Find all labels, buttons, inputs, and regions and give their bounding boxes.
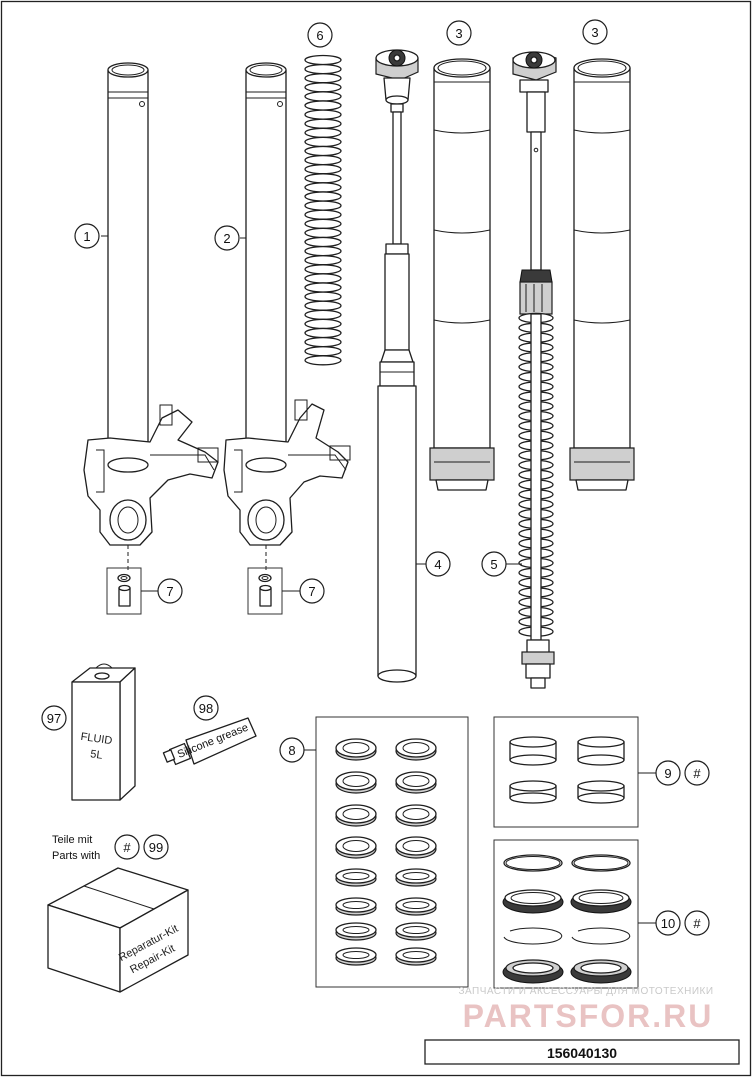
svg-text:1: 1 (83, 229, 90, 244)
svg-text:7: 7 (166, 584, 173, 599)
svg-text:98: 98 (199, 701, 213, 716)
bushing-kit-box (493, 716, 639, 828)
callout-layer: 1 2 3 3 4 5 6 7 7 8 9 # 10 # 97 98 # 99 (41, 19, 710, 936)
axle-screw-kit-left (106, 567, 142, 615)
spring-cartridge (512, 51, 557, 689)
svg-text:3: 3 (455, 26, 462, 41)
callout-3-left: 3 (446, 20, 472, 46)
fork-inner-tube-right (569, 58, 635, 491)
callout-98: 98 (193, 695, 219, 721)
callout-10-hash: # (684, 910, 710, 936)
callout-99: 99 (143, 834, 169, 860)
note-text-de: Teile mit (52, 834, 92, 846)
svg-text:#: # (693, 916, 701, 931)
fluid-can-label: FLUID (80, 731, 113, 747)
note-text-en: Parts with (52, 850, 100, 862)
fork-fluid-can: FLUID 5L (71, 663, 136, 801)
svg-text:5: 5 (490, 557, 497, 572)
svg-text:10: 10 (661, 916, 675, 931)
svg-text:97: 97 (47, 711, 61, 726)
watermark-logo: PARTSFOR.RU (463, 998, 714, 1034)
seal-box-10 (493, 839, 639, 989)
guide-bushing-set (509, 736, 625, 804)
fork-outer-tube-left (83, 62, 219, 570)
axle-screw-kit-right (247, 567, 283, 615)
svg-text:99: 99 (149, 840, 163, 855)
silicone-grease-tube: Silicone grease (162, 717, 257, 766)
callout-9-hash: # (684, 760, 710, 786)
callout-97: 97 (41, 705, 67, 731)
diagram-code: 156040130 (547, 1045, 617, 1061)
watermark-tagline: ЗАПЧАСТИ И АКСЕССУАРЫ ДЛЯ МОТОТЕХНИКИ (458, 986, 713, 997)
damper-cartridge (375, 49, 419, 683)
callout-4: 4 (425, 551, 451, 577)
svg-text:2: 2 (223, 231, 230, 246)
callout-9: 9 (655, 760, 681, 786)
callout-7-right: 7 (299, 578, 325, 604)
svg-text:6: 6 (316, 28, 323, 43)
svg-text:8: 8 (288, 743, 295, 758)
svg-text:3: 3 (591, 25, 598, 40)
seal-kit-box (315, 716, 469, 988)
callout-7-left: 7 (157, 578, 183, 604)
callout-10: 10 (655, 910, 681, 936)
svg-text:#: # (693, 766, 701, 781)
callout-1: 1 (74, 223, 100, 249)
svg-text:7: 7 (308, 584, 315, 599)
callout-6: 6 (307, 22, 333, 48)
diagram-code-box (424, 1039, 740, 1065)
svg-text:9: 9 (664, 766, 671, 781)
callout-2: 2 (214, 225, 240, 251)
leader-lines (101, 235, 656, 924)
fork-spring (304, 54, 342, 366)
callout-5: 5 (481, 551, 507, 577)
callout-3-right: 3 (582, 19, 608, 45)
repair-kit-box: Reparatur-Kit Repair-Kit (47, 867, 189, 993)
fork-outer-tube-right (223, 62, 351, 570)
callout-99-hash: # (114, 834, 140, 860)
fork-inner-tube-left (429, 58, 495, 491)
callout-8: 8 (279, 737, 305, 763)
fork-seal-set (502, 854, 632, 984)
svg-text:#: # (123, 840, 131, 855)
fluid-can-volume: 5L (90, 748, 104, 762)
seal-ring-set (335, 738, 437, 966)
svg-text:4: 4 (434, 557, 441, 572)
